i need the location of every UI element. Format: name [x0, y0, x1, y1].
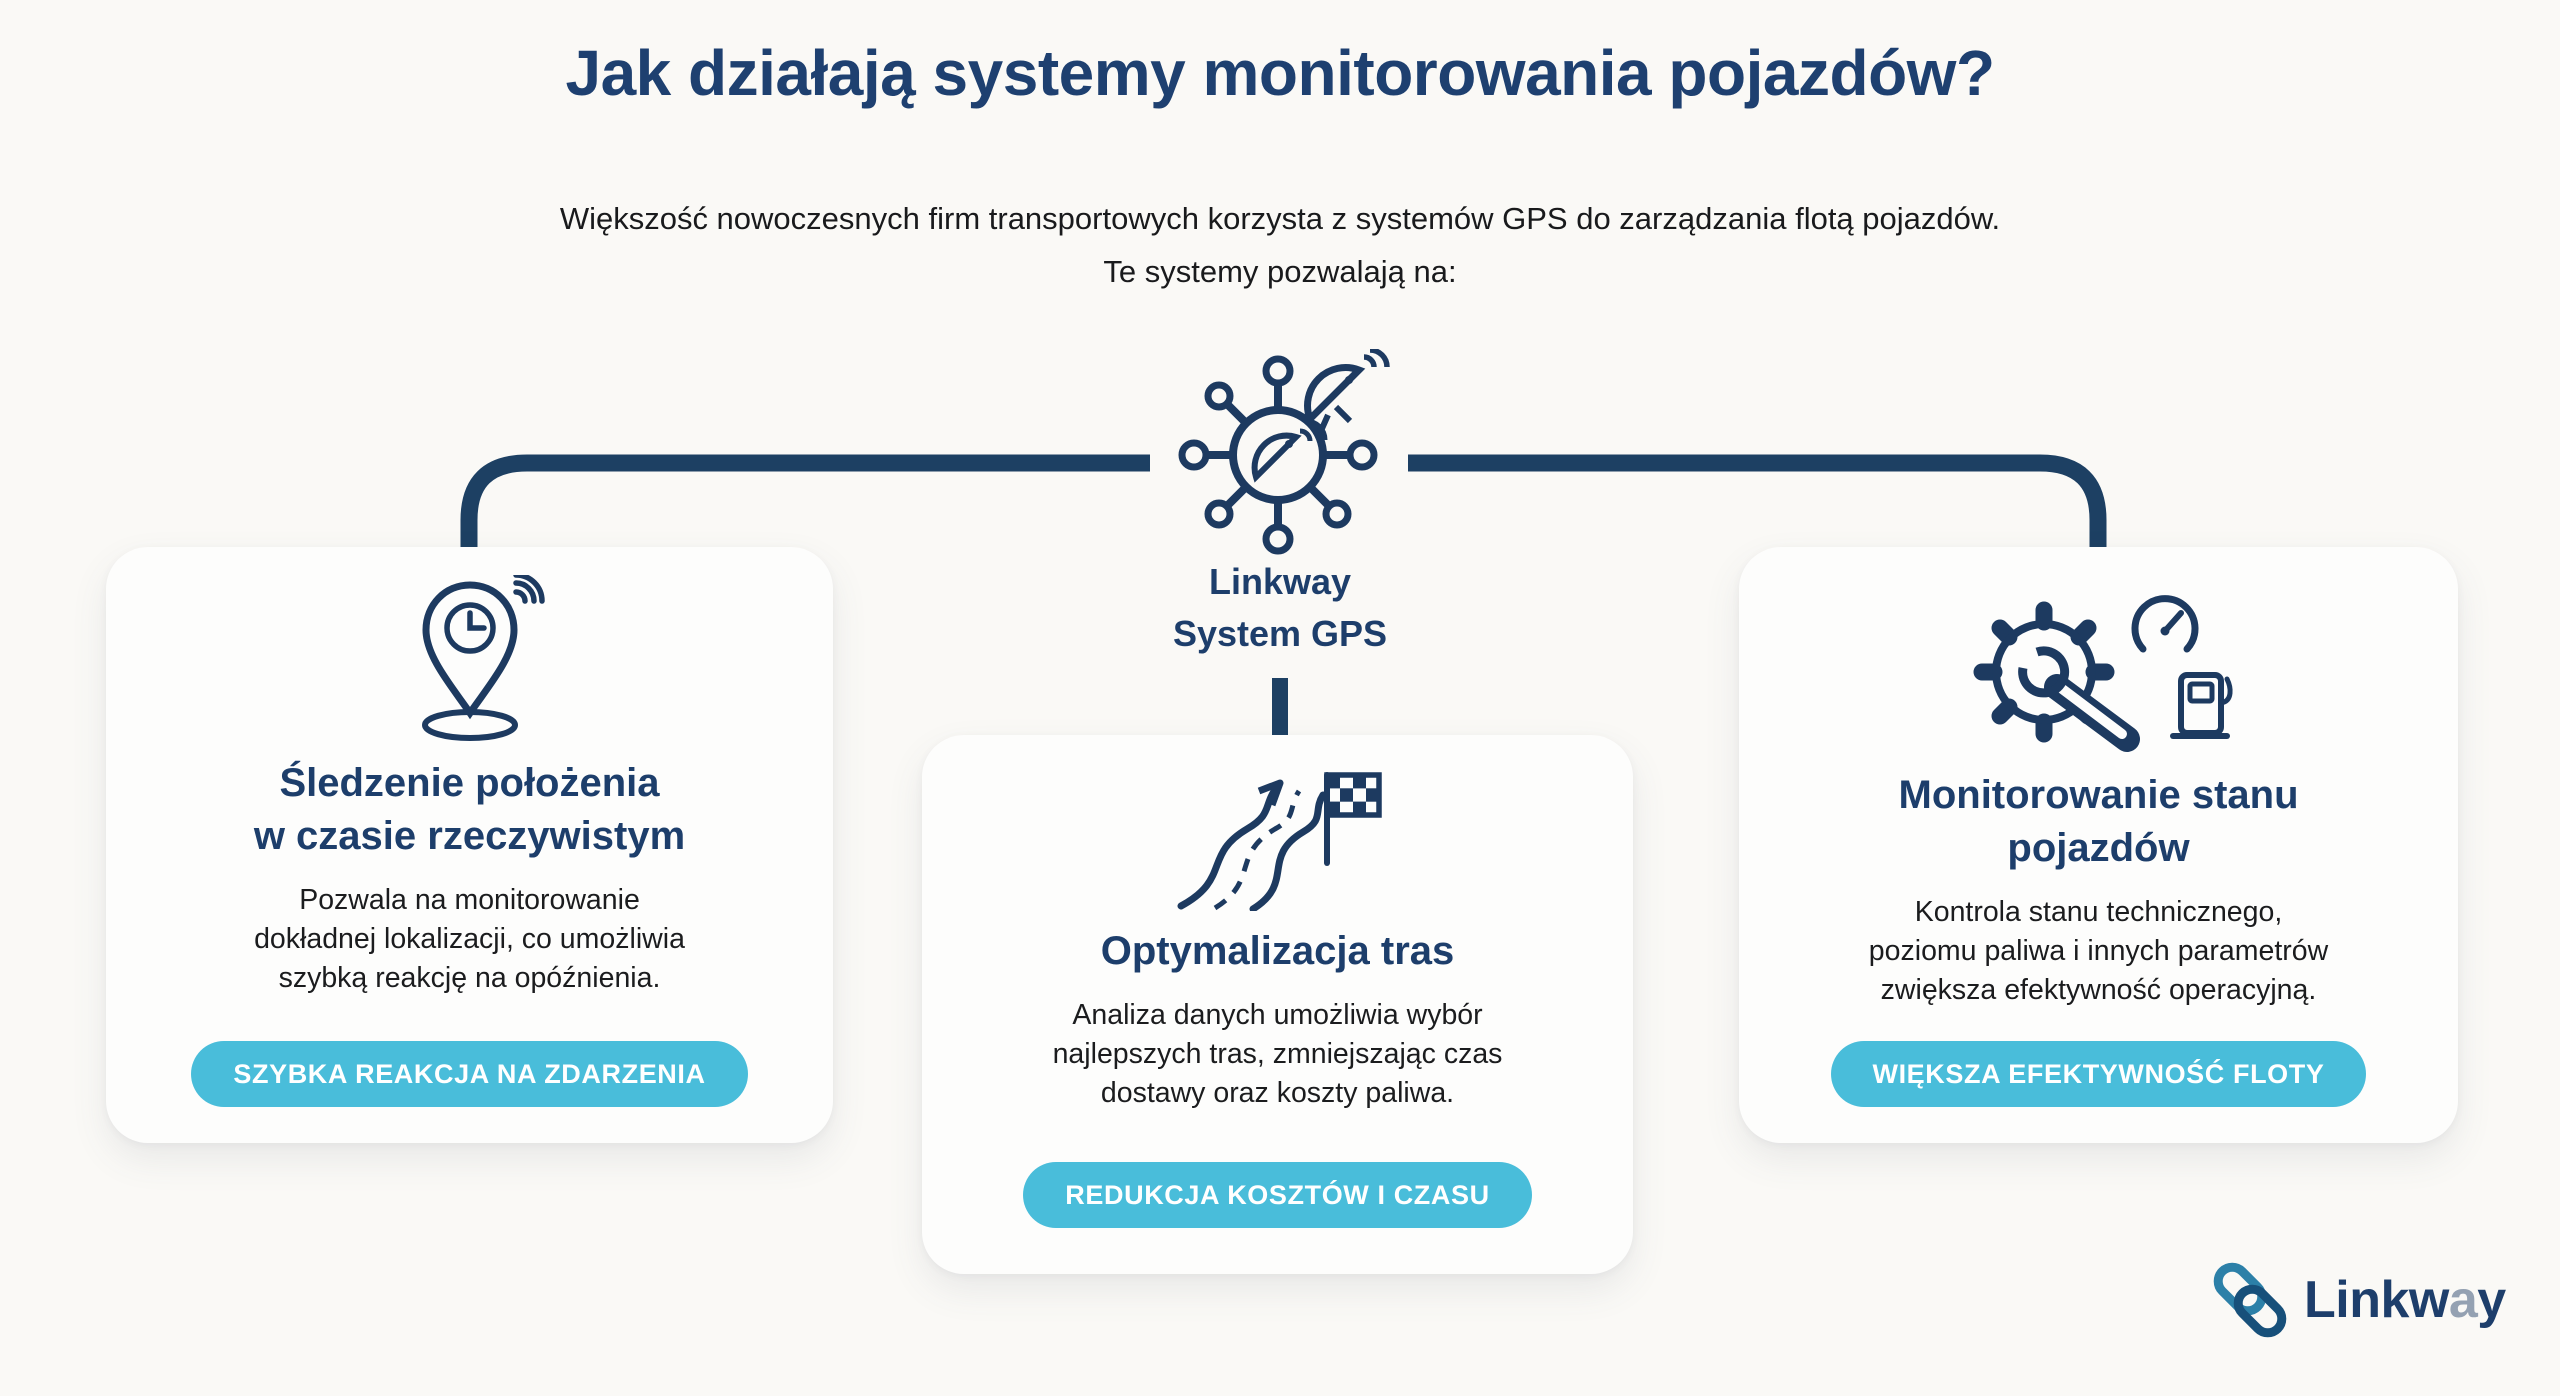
card-location-tracking: Śledzenie położenia w czasie rzeczywisty…: [106, 547, 833, 1143]
card-body-line: Pozwala na monitorowanie: [299, 884, 640, 916]
card-title-line-1: Optymalizacja tras: [1100, 929, 1455, 973]
page-subtitle: Większość nowoczesnych firm transportowy…: [0, 192, 2560, 298]
card-title: Śledzenie położenia w czasie rzeczywisty…: [254, 757, 685, 863]
card-title-line-1: Monitorowanie stanu: [1898, 773, 2299, 817]
card-body-line: Kontrola stanu technicznego,: [1914, 896, 2283, 928]
gear-wrench-gauge-icon: [1973, 595, 2233, 752]
card-body-line: Analiza danych umożliwia wybór: [1072, 999, 1483, 1031]
linkway-logo-icon: [2213, 1262, 2287, 1338]
card-title: Monitorowanie stanu pojazdów: [1899, 769, 2299, 875]
card-iconbox: [1959, 575, 2239, 755]
status-badge: REDUKCJA KOSZTÓW I CZASU: [1023, 1162, 1532, 1228]
hub-label-line-2: System GPS: [1172, 613, 1388, 654]
card-title-line-2: w czasie rzeczywistym: [253, 814, 686, 858]
card-body-line: dokładnej lokalizacji, co umożliwia: [254, 923, 685, 955]
satellite-network-icon: [1178, 349, 1390, 555]
card-body: Analiza danych umożliwia wybór najlepszy…: [1053, 996, 1503, 1113]
subtitle-line-2: Te systemy pozwalają na:: [1103, 254, 1457, 289]
location-pin-clock-icon: [421, 575, 545, 741]
status-badge: SZYBKA REAKCJA NA ZDARZENIA: [191, 1041, 748, 1107]
card-body: Pozwala na monitorowanie dokładnej lokal…: [254, 881, 685, 998]
card-title-line-1: Śledzenie położenia: [279, 761, 660, 805]
logo-wordmark: Linkway: [2304, 1271, 2506, 1329]
card-body: Kontrola stanu technicznego, poziomu pal…: [1869, 893, 2328, 1010]
linkway-logo: Linkway: [2208, 1258, 2506, 1342]
status-badge: WIĘKSZA EFEKTYWNOŚĆ FLOTY: [1830, 1041, 2367, 1107]
route-flag-icon: [1177, 772, 1382, 911]
card-body-line: zwiększa efektywność operacyjną.: [1880, 974, 2317, 1006]
card-iconbox: [1153, 761, 1403, 911]
card-body-line: poziomu paliwa i innych parametrów: [1868, 935, 2329, 967]
card-iconbox: [350, 575, 590, 743]
card-body-line: dostawy oraz koszty paliwa.: [1100, 1077, 1455, 1109]
card-title: Optymalizacja tras: [1101, 925, 1455, 978]
card-route-optimization: Optymalizacja tras Analiza danych umożli…: [922, 735, 1633, 1274]
card-body-line: szybką reakcję na opóźnienia.: [278, 962, 661, 994]
hub-label-line-1: Linkway: [1208, 561, 1352, 602]
hub-label: Linkway System GPS: [1030, 556, 1530, 660]
card-body-line: najlepszych tras, zmniejszając czas: [1052, 1038, 1503, 1070]
page-title: Jak działają systemy monitorowania pojaz…: [565, 37, 1995, 109]
card-title-line-2: pojazdów: [2007, 826, 2190, 870]
card-vehicle-condition: Monitorowanie stanu pojazdów Kontrola st…: [1739, 547, 2458, 1143]
subtitle-line-1: Większość nowoczesnych firm transportowy…: [559, 201, 2001, 236]
